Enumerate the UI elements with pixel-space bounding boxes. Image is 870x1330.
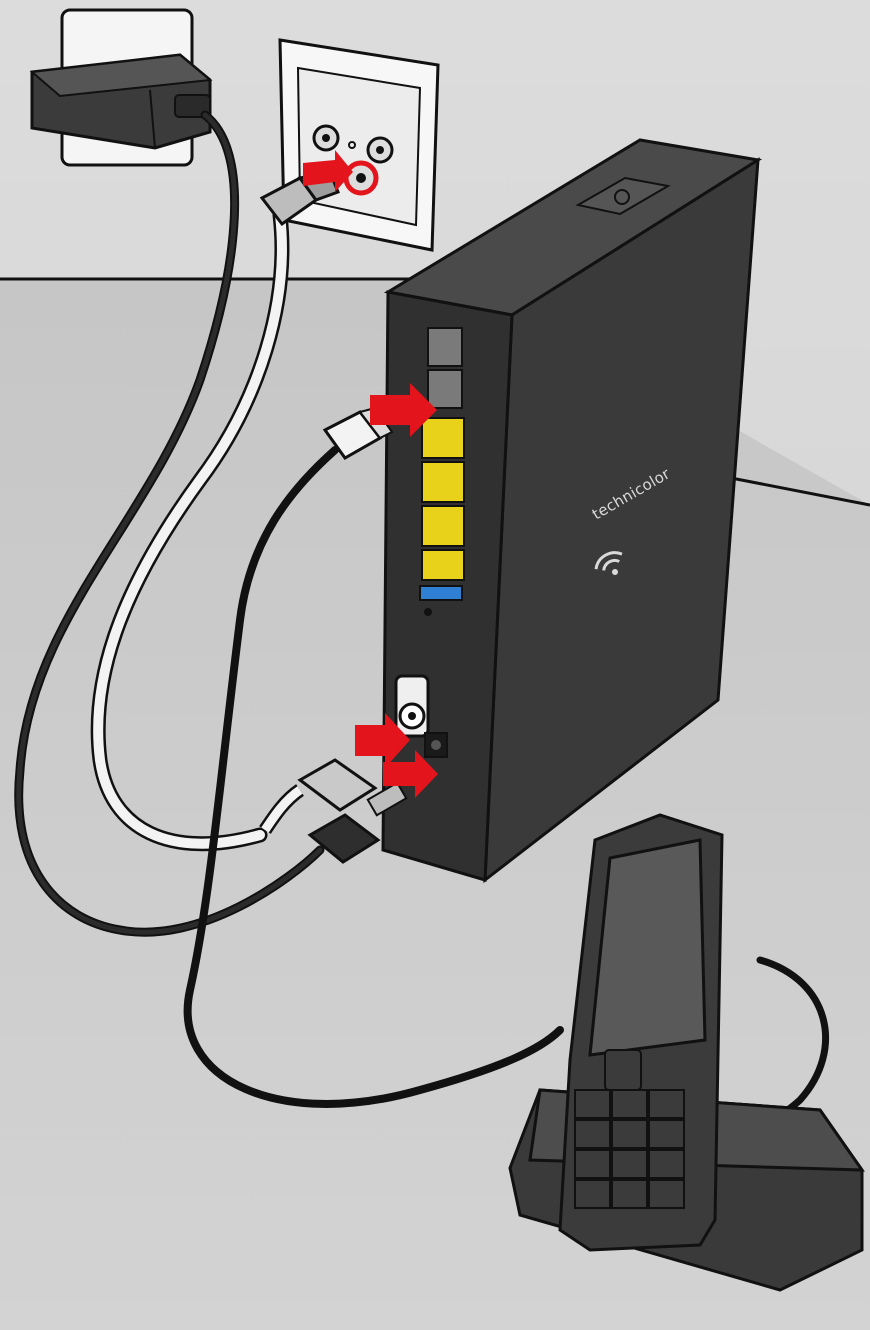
coax-plug-router-icon (259, 758, 378, 834)
reset-button (424, 608, 432, 616)
wifi-icon (594, 551, 623, 575)
rj11-plug-icon (322, 406, 394, 460)
lan-port (421, 417, 465, 459)
phone-port (427, 369, 463, 409)
phone-screen (588, 838, 707, 1057)
cordless-phone-icon (558, 813, 724, 1252)
lan-port (421, 505, 465, 547)
lan-port (421, 549, 465, 581)
tv-wall-socket-icon (278, 38, 440, 252)
router: technicolor (381, 138, 763, 884)
arrow-right-icon (303, 150, 438, 798)
phone-port (427, 327, 463, 367)
lan-port (421, 461, 465, 503)
power-plug-router-icon (307, 781, 408, 864)
cables (14, 110, 830, 1123)
power-adapter-icon (29, 53, 213, 150)
usb-port (419, 585, 463, 601)
